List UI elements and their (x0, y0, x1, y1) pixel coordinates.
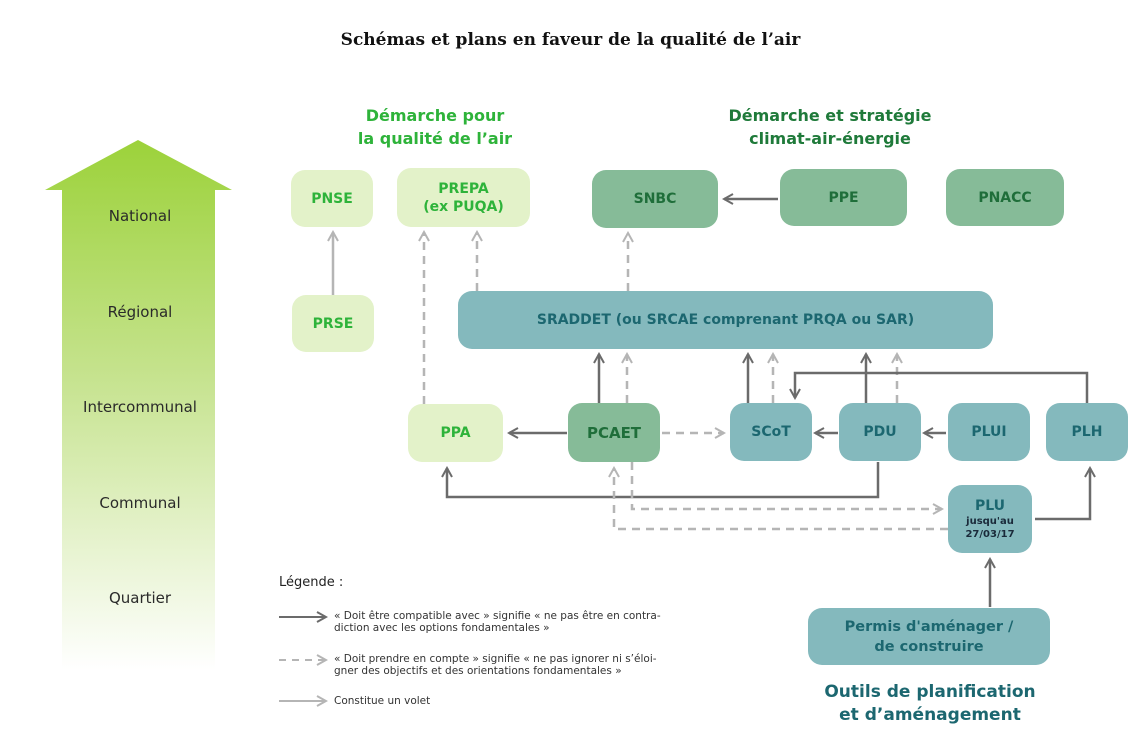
heading-air-line2: la qualité de l’air (357, 129, 513, 148)
level-intercommunal: Intercommunal (83, 398, 197, 416)
node-permis-line1: Permis d'aménager / (844, 618, 1014, 635)
node-pdu[interactable]: PDU (839, 403, 921, 461)
node-scot[interactable]: SCoT (730, 403, 812, 461)
node-plu-label: PLU (974, 498, 1006, 514)
node-plu-note-line1: jusqu'au (966, 516, 1014, 527)
heading-climate-line1: Démarche et stratégie (728, 106, 932, 125)
level-quartier: Quartier (108, 589, 172, 607)
node-plui[interactable]: PLUI (948, 403, 1030, 461)
level-scale-arrow (45, 140, 232, 670)
heading-tools: Outils de planification et d’aménagement (800, 681, 1060, 727)
node-prse[interactable]: PRSE (292, 295, 374, 352)
level-national: National (108, 207, 172, 225)
level-communal: Communal (99, 494, 181, 512)
arrow-pdu-ppa (447, 462, 880, 499)
node-sraddet[interactable]: SRADDET (ou SRCAE comprenant PRQA ou SAR… (458, 291, 993, 349)
node-permis-line2: de construire (874, 638, 984, 655)
heading-tools-line1: Outils de planification (824, 682, 1036, 702)
legend-item-compatible-line1: « Doit être compatible avec » signifie «… (334, 610, 661, 622)
node-pnse[interactable]: PNSE (291, 170, 373, 227)
arrow-plu-plh (1035, 468, 1090, 521)
node-prepa-label: PREPA (438, 180, 489, 197)
node-plh[interactable]: PLH (1046, 403, 1128, 461)
node-prepa[interactable]: PREPA (ex PUQA) (397, 168, 530, 227)
legend-item-compatible: « Doit être compatible avec » signifie «… (334, 610, 661, 634)
heading-air-line1: Démarche pour (365, 106, 505, 125)
node-pcaet[interactable]: PCAET (568, 403, 660, 462)
level-regional: Régional (107, 303, 173, 321)
node-pnacc[interactable]: PNACC (946, 169, 1064, 226)
legend-title: Légende : (279, 575, 344, 590)
heading-climate-line2: climat-air-énergie (749, 129, 911, 148)
legend-item-component: Constitue un volet (334, 695, 430, 707)
heading-climate: Démarche et stratégie climat-air-énergie (700, 104, 960, 150)
legend-item-component-line1: Constitue un volet (334, 695, 431, 707)
heading-tools-line2: et d’aménagement (839, 705, 1021, 725)
legend-item-compatible-line2: diction avec les options fondamentales » (334, 622, 550, 634)
arrow-pcaet-plu (630, 462, 942, 509)
legend-item-take-into-account: « Doit prendre en compte » signifie « ne… (334, 653, 657, 677)
legend-item-take-into-account-line2: gner des objectifs et des orientations f… (334, 665, 622, 677)
node-ppa[interactable]: PPA (408, 404, 503, 462)
node-snbc[interactable]: SNBC (592, 170, 718, 228)
node-prepa-sublabel: (ex PUQA) (423, 198, 504, 215)
node-plu[interactable]: PLU jusqu'au 27/03/17 (948, 485, 1032, 553)
diagram-title: Schémas et plans en faveur de la qualité… (340, 30, 801, 50)
heading-air-quality: Démarche pour la qualité de l’air (330, 104, 540, 150)
node-plu-note-line2: 27/03/17 (965, 529, 1015, 540)
legend-item-take-into-account-line1: « Doit prendre en compte » signifie « ne… (334, 653, 657, 665)
arrow-plu-pcaet (614, 468, 948, 531)
arrow-plh-scot (795, 371, 1089, 404)
node-permis[interactable]: Permis d'aménager / de construire (808, 608, 1050, 665)
node-ppe[interactable]: PPE (780, 169, 907, 226)
